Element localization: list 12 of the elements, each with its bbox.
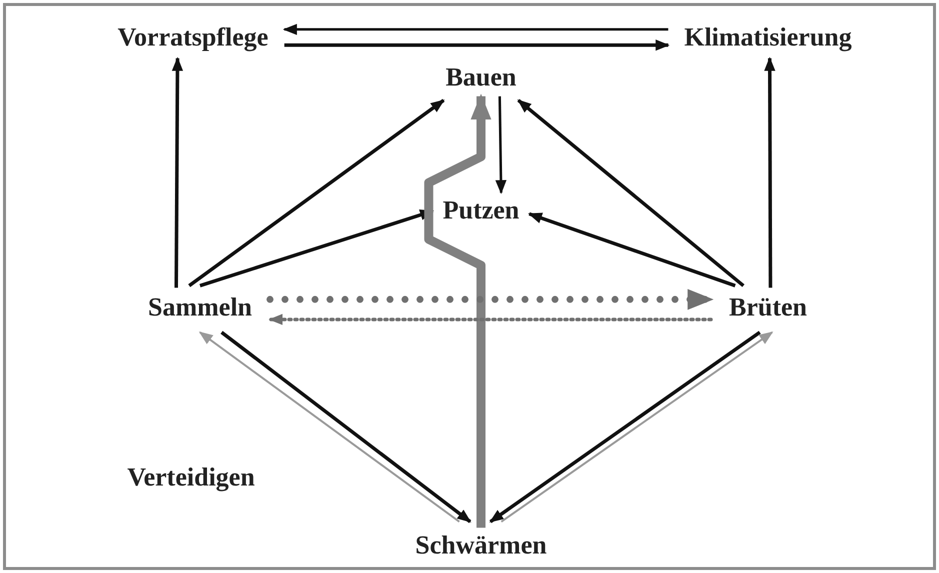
arrow: [268, 314, 713, 326]
arrow: [528, 212, 736, 288]
arrow: [266, 289, 714, 310]
arrow: [495, 96, 507, 194]
arrow: [424, 94, 492, 528]
arrow: [282, 24, 668, 36]
arrow: [517, 98, 745, 288]
arrow: [172, 56, 184, 288]
arrow: [188, 98, 445, 288]
arrow: [764, 56, 776, 288]
arrow: [284, 40, 670, 51]
arrow: [199, 209, 434, 288]
